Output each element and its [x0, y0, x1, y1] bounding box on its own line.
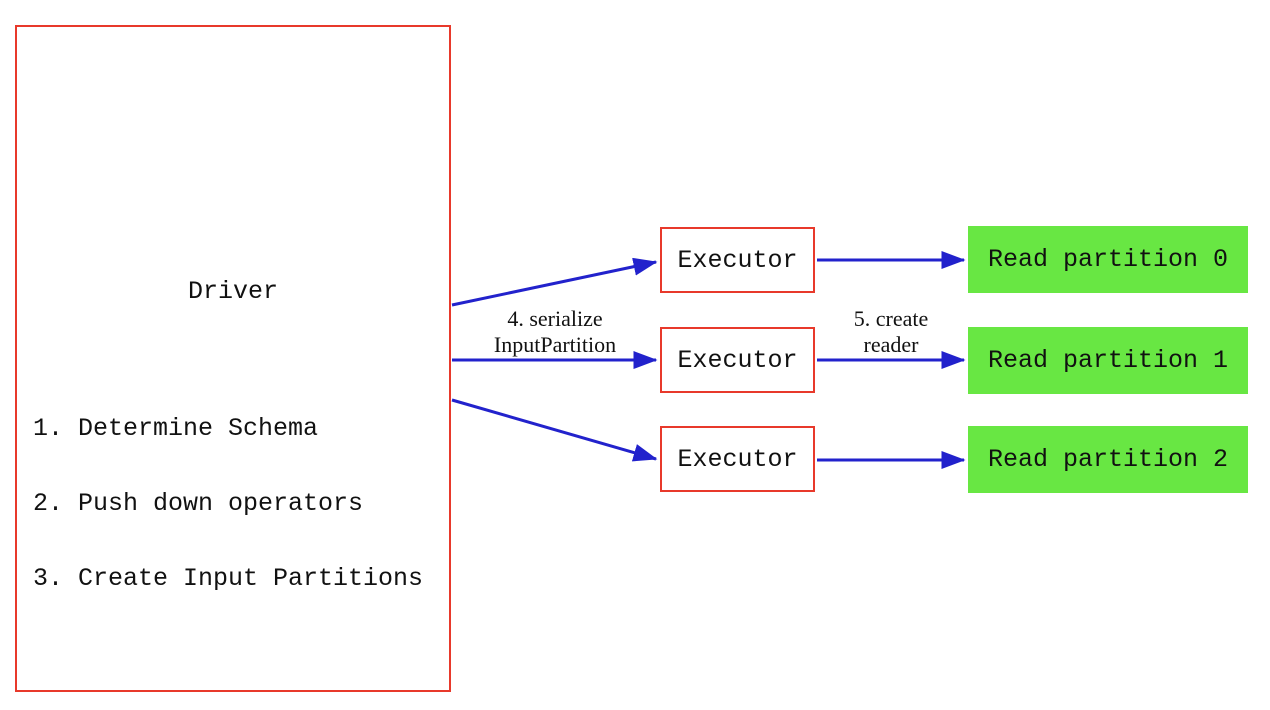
executor-label: Executor: [677, 245, 798, 275]
arrow-driver-to-executor-3: [451, 398, 658, 462]
read-partition-label: Read partition 1: [987, 346, 1229, 375]
driver-step-3: 3. Create Input Partitions: [33, 564, 424, 593]
read-partition-label: Read partition 2: [987, 445, 1229, 474]
read-partition-2-box: Read partition 2: [968, 426, 1248, 493]
annotation-line: InputPartition: [493, 332, 617, 357]
driver-box: [15, 25, 451, 692]
executor-label: Executor: [677, 444, 798, 474]
executor-label: Executor: [677, 345, 798, 375]
executor-box-3: Executor: [660, 426, 815, 492]
annotation-line: reader: [863, 332, 919, 357]
annotation-create-reader: 5. create reader: [800, 306, 982, 358]
read-partition-1-box: Read partition 1: [968, 327, 1248, 394]
driver-title: Driver: [187, 277, 278, 306]
read-partition-0-box: Read partition 0: [968, 226, 1248, 293]
annotation-line: 4. serialize: [507, 306, 603, 331]
executor-box-2: Executor: [660, 327, 815, 393]
annotation-serialize-inputpartition: 4. serialize InputPartition: [455, 306, 655, 358]
driver-step-1: 1. Determine Schema: [33, 414, 319, 443]
driver-step-2: 2. Push down operators: [33, 489, 364, 518]
driver-steps: 1. Determine Schema 2. Push down operato…: [33, 366, 423, 641]
arrow-driver-to-executor-1: [451, 257, 658, 307]
annotation-line: 5. create: [853, 306, 929, 331]
executor-box-1: Executor: [660, 227, 815, 293]
read-partition-label: Read partition 0: [987, 245, 1229, 274]
